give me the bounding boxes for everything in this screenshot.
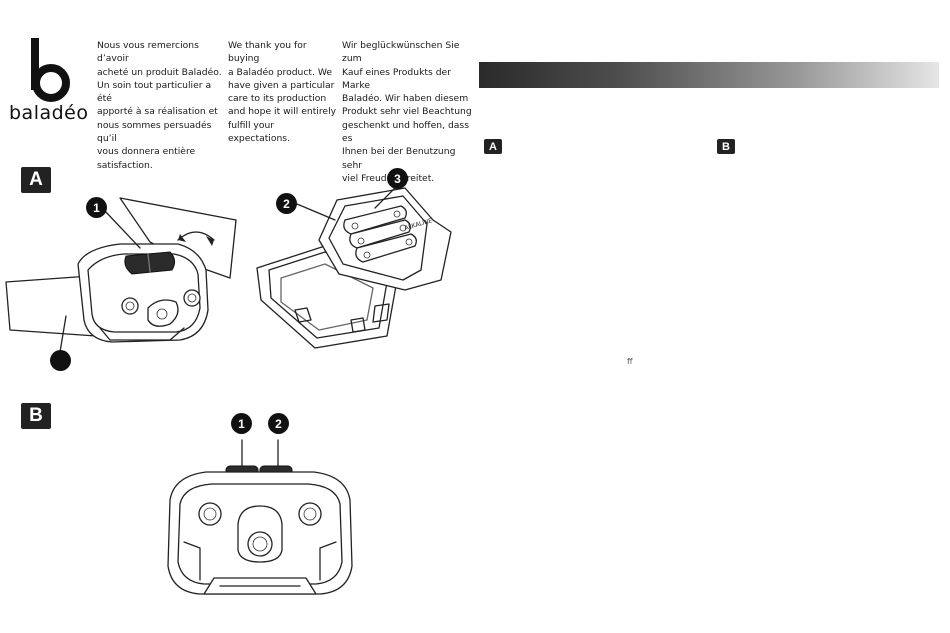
callout-dot-strap (50, 350, 71, 371)
headlamp-front-illustration (167, 439, 353, 595)
callout-1-front: 1 (231, 413, 252, 434)
callout-2-battery: 2 (276, 193, 297, 214)
headlamp-illustration (5, 197, 237, 353)
stray-text: ff (627, 357, 633, 366)
battery-compartment-illustration: ALKALINE (256, 185, 452, 349)
section-b-badge-right: B (717, 139, 735, 154)
section-b-badge: B (21, 403, 51, 429)
callout-2-front: 2 (268, 413, 289, 434)
header-gradient-bar (479, 62, 939, 88)
callout-3-battery: 3 (387, 168, 408, 189)
brand-name: baladéo (9, 102, 89, 124)
section-a-badge: A (21, 167, 51, 193)
section-a-badge-right: A (484, 139, 502, 154)
intro-text-fr: Nous vous remercions d’avoir acheté un p… (97, 40, 222, 171)
baladeo-logo-mark (31, 38, 70, 102)
intro-text-en: We thank you for buying a Baladéo produc… (228, 40, 337, 145)
intro-text-de: Wir beglückwünschen Sie zum Kauf eines P… (342, 40, 472, 184)
callout-1-headlamp: 1 (86, 197, 107, 218)
